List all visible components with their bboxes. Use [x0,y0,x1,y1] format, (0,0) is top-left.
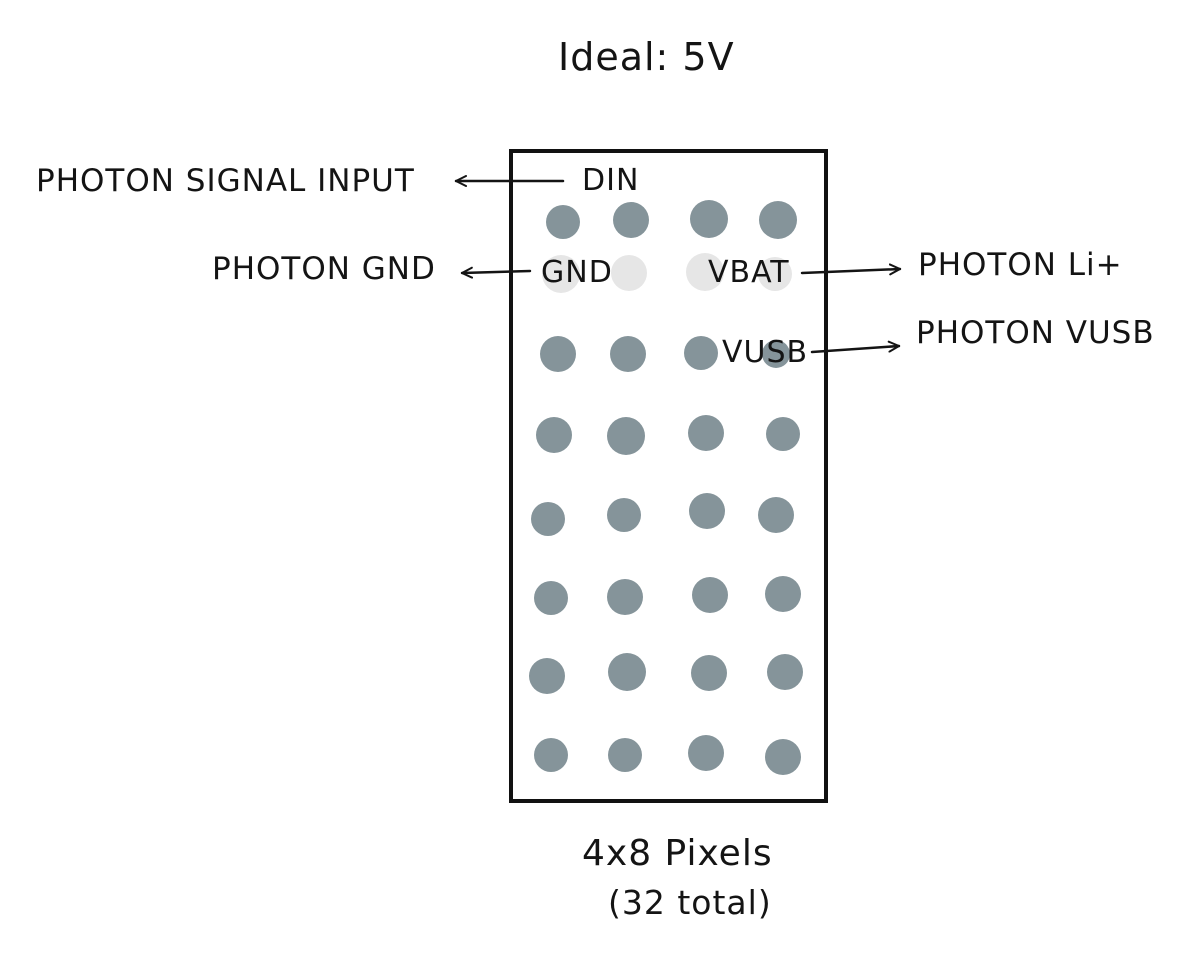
li-arrow [800,263,902,276]
gnd-pin-label: GND [541,255,613,290]
led-pixel-21 [529,658,565,694]
led-pixel-10 [607,417,645,455]
photon-gnd-label: PHOTON GND [212,251,436,287]
led-pixel-2 [613,202,649,238]
gnd-arrow [460,266,532,279]
led-pixel-18 [607,579,643,615]
led-pixel-24 [767,654,803,690]
board-outline [509,149,828,803]
vusb-arrow [810,340,901,354]
led-pixel-16 [758,497,794,533]
power-pads [542,253,792,293]
vusb-pin-label: VUSB [722,335,809,370]
led-pixel-19 [692,577,728,613]
led-pixel-9 [536,417,572,453]
led-pixel-11 [688,415,724,451]
power-pad-2 [611,255,647,291]
led-pixel-14 [607,498,641,532]
power-pad-3 [686,253,724,291]
pixel-grid [529,200,803,775]
power-pad-1 [542,255,580,293]
pixel-total-caption: (32 total) [608,883,772,922]
led-pixel-27 [688,735,724,771]
photon-signal-input-label: PHOTON SIGNAL INPUT [36,163,415,199]
pixel-count-caption: 4x8 Pixels [582,833,773,874]
diagram-title: Ideal: 5V [558,35,735,79]
led-pixel-1 [546,205,580,239]
led-pixel-5 [540,336,576,372]
power-pad-4 [758,257,792,291]
led-pixel-8 [762,340,790,368]
led-pixel-13 [531,502,565,536]
led-pixel-12 [766,417,800,451]
led-pixel-15 [689,493,725,529]
led-pixel-26 [608,738,642,772]
led-pixel-25 [534,738,568,772]
led-pixel-6 [610,336,646,372]
led-pixel-28 [765,739,801,775]
led-pixel-20 [765,576,801,612]
led-pixel-7 [684,336,718,370]
led-pixel-4 [759,201,797,239]
photon-vusb-label: PHOTON VUSB [916,315,1155,351]
led-pixel-3 [690,200,728,238]
led-pixel-17 [534,581,568,615]
led-pixel-23 [691,655,727,691]
din-pin-label: DIN [582,163,640,198]
vbat-pin-label: VBAT [708,255,790,290]
photon-li-label: PHOTON Li+ [918,247,1123,283]
led-pixel-22 [608,653,646,691]
